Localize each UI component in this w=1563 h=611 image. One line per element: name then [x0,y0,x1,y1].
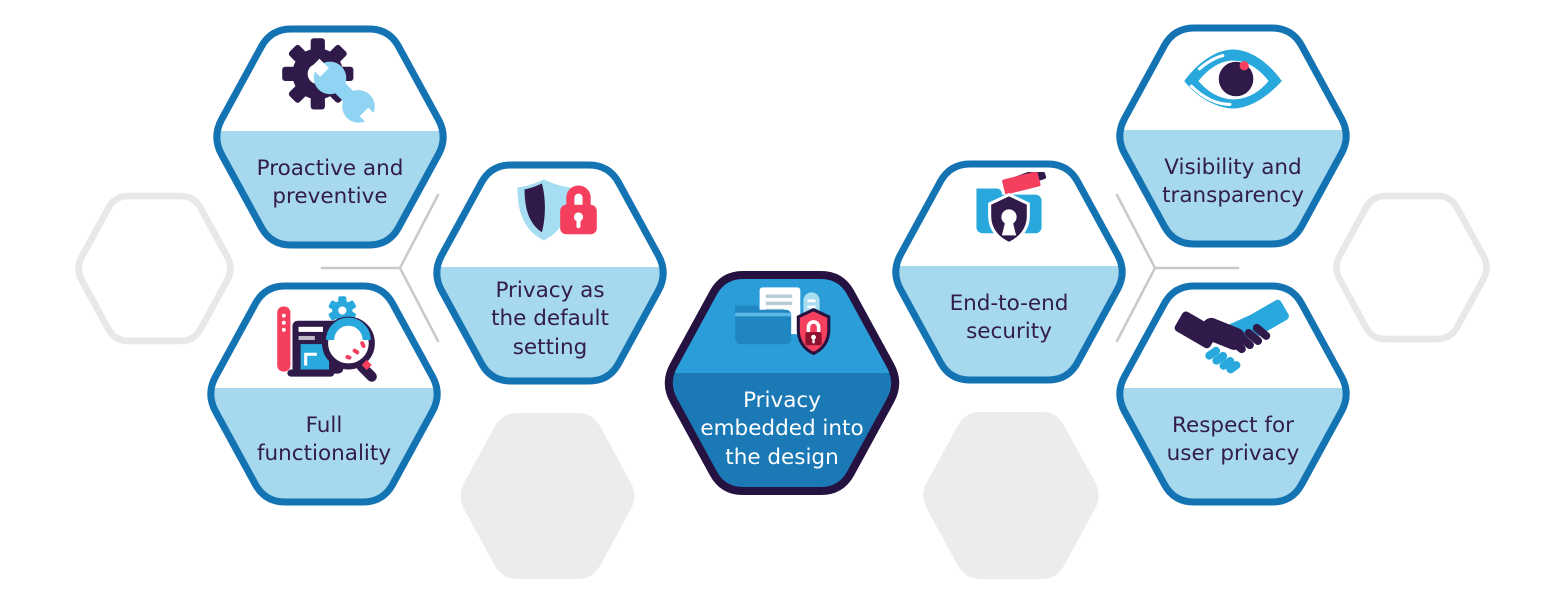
hexagon-end-to-end-security: End-to-end security [886,159,1132,385]
label-line: Privacy [743,387,821,413]
hexagon-label: Privacy embedded into the design [667,372,897,487]
label-line: End-to-end [949,290,1069,316]
hexagon-full-functionality: Full functionality [201,281,447,507]
folder-documents-shield-icon [735,287,831,356]
label-line: functionality [256,441,392,467]
label-line: the design [725,444,839,470]
hexagon-label: Privacy as the default setting [435,262,665,377]
hexagon-visibility-transparency: Visibility and transparency [1110,23,1356,249]
hexagon-proactive-preventive: Proactive and preventive [207,24,453,250]
eye-icon [1184,49,1282,109]
gear-wrench-icon [282,38,378,125]
label-line: Privacy as [495,277,605,303]
ghost-hexagon-filled-bottom-right [923,411,1099,580]
hexagon-label: Proactive and preventive [215,126,445,241]
label-line: Proactive and [256,155,404,181]
hexagon-privacy-embedded-design: Privacy embedded into the design [659,270,905,496]
hexagon-label: End-to-end security [894,261,1124,376]
hexagon-respect-user-privacy: Respect for user privacy [1110,281,1356,507]
hexagon-label: Full functionality [209,383,439,498]
hexagon-label: Respect for user privacy [1118,383,1348,498]
label-line: embedded into [700,416,864,442]
ghost-hexagon-filled-bottom-left [460,413,635,579]
label-line: Visibility and [1164,154,1302,180]
label-line: transparency [1162,183,1304,209]
label-line: user privacy [1166,441,1300,467]
analytics-magnifier-icon [277,296,377,382]
label-line: Full [305,412,343,438]
shield-lock-icon [517,179,597,241]
label-line: the default [491,306,609,332]
label-line: preventive [272,184,388,210]
label-line: Respect for [1172,412,1294,438]
handshake-icon [1174,299,1289,374]
folder-shield-keyhole-icon [976,172,1047,246]
label-line: security [966,319,1052,345]
hexagon-shape [207,24,453,250]
label-line: setting [512,334,588,360]
hexagon-label: Visibility and transparency [1118,125,1348,240]
hexagon-privacy-default-setting: Privacy as the default setting [427,160,673,386]
